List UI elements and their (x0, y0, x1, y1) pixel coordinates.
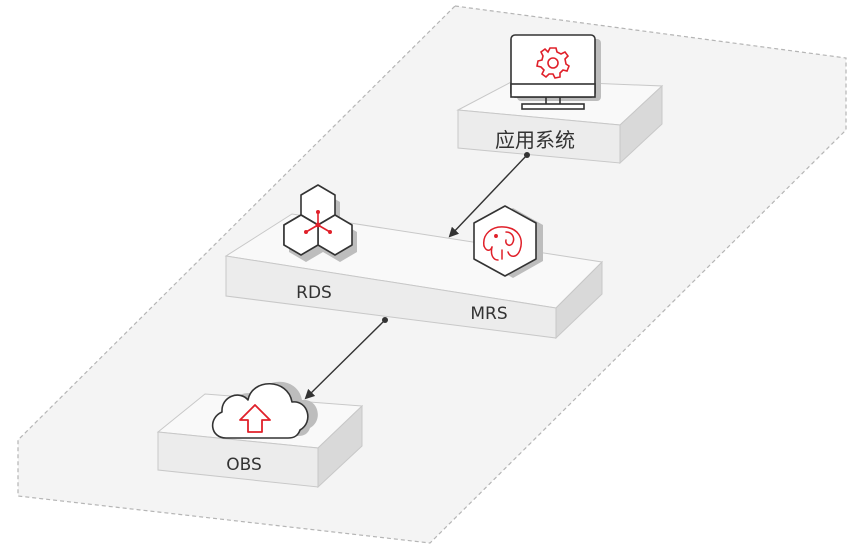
obs-label: OBS (226, 455, 262, 475)
hexagon-cluster-icon (283, 184, 357, 262)
rds-label: RDS (296, 283, 332, 303)
rds-mrs-platform-side (555, 260, 603, 340)
obs-node: OBS (156, 381, 364, 489)
app-system-node: 应用系统 (456, 34, 664, 165)
app-system-platform-side (619, 84, 663, 165)
app-system-label: 应用系统 (495, 128, 575, 152)
elephant-icon (473, 205, 543, 278)
connector-app-to-mrs (448, 152, 530, 238)
cloud-upload-icon (211, 381, 318, 439)
monitor-gear-icon (510, 34, 601, 110)
obs-platform-side (317, 404, 363, 489)
mrs-label: MRS (470, 304, 507, 324)
connector-rds-mrs-to-obs (304, 317, 388, 400)
rds-mrs-node: RDS MRS (224, 184, 604, 340)
